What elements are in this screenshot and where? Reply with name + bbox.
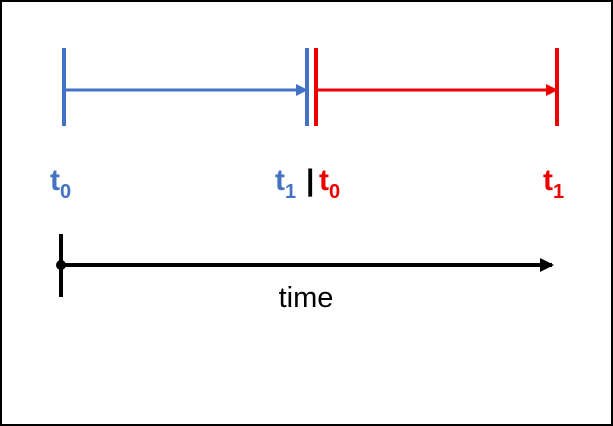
first-interval-start-label: t0 [50, 164, 71, 203]
time-axis-label: time [279, 282, 334, 314]
second-interval-end-label: t1 [543, 164, 564, 203]
interval-separator: | [306, 164, 314, 197]
second-interval [314, 48, 559, 126]
time-axis [56, 234, 554, 297]
second-interval-start-label: t0 [319, 164, 340, 203]
first-interval-end-label: t1 [275, 164, 296, 203]
time-axis-origin-dot [56, 260, 66, 270]
first-interval [62, 48, 309, 126]
